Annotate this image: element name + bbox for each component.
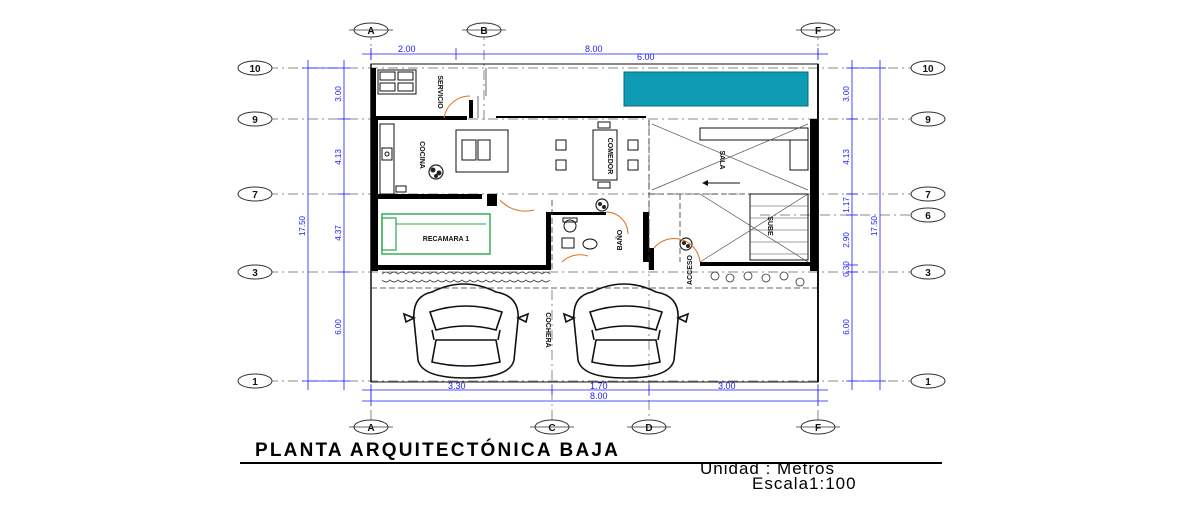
bottom-dim-3-00: 3.00 bbox=[718, 381, 736, 391]
svg-text:C: C bbox=[548, 423, 555, 434]
bedroom-shrub-row bbox=[381, 271, 551, 283]
scale-label: Escala1:100 bbox=[752, 474, 857, 493]
access-shrubs bbox=[710, 271, 805, 287]
stairs bbox=[699, 193, 809, 263]
right-dim-1-17: 1.17 bbox=[842, 197, 851, 213]
walls bbox=[371, 68, 818, 271]
grid-bubble-b-top: B bbox=[462, 22, 506, 38]
room-label-cochera: COCHERA bbox=[544, 312, 551, 347]
left-dim-3-00: 3.00 bbox=[334, 86, 343, 102]
bed bbox=[381, 213, 491, 255]
room-label-acceso: ACCESO bbox=[687, 254, 694, 285]
left-dim-total: 17.50 bbox=[298, 215, 307, 236]
right-dim-6-00: 6.00 bbox=[842, 319, 851, 335]
bathroom-fixtures bbox=[561, 211, 629, 263]
svg-text:3: 3 bbox=[252, 268, 258, 279]
room-label-bano: BAÑO bbox=[615, 229, 624, 250]
bottom-dimension-lines: 3.30 1.70 3.00 8.00 bbox=[362, 381, 828, 406]
svg-text:7: 7 bbox=[925, 190, 931, 201]
grid-bubble-d-bottom: D bbox=[627, 419, 671, 435]
living-room-furniture bbox=[651, 123, 809, 191]
room-label-sala: SALA bbox=[718, 150, 725, 169]
svg-text:1: 1 bbox=[252, 377, 258, 388]
grid-bubble-3-left: 3 bbox=[237, 264, 273, 280]
svg-text:1: 1 bbox=[925, 377, 931, 388]
room-label-comedor: COMEDOR bbox=[606, 138, 613, 175]
bedroom-door-swing bbox=[499, 199, 535, 212]
left-dim-4-13: 4.13 bbox=[334, 149, 343, 165]
grid-bubble-a-top: A bbox=[349, 22, 393, 38]
room-label-recamara: RECAMARA 1 bbox=[423, 236, 470, 243]
svg-text:A: A bbox=[367, 423, 374, 434]
plant-icon-access bbox=[679, 237, 693, 251]
unit-label: Unidad : Metros bbox=[700, 459, 835, 478]
grid-bubble-10-left: 10 bbox=[237, 60, 273, 76]
dining-table bbox=[555, 121, 639, 189]
grid-bubble-10-right: 10 bbox=[910, 60, 946, 76]
svg-text:9: 9 bbox=[252, 115, 258, 126]
svg-text:9: 9 bbox=[925, 115, 931, 126]
grid-bubble-a-bottom: A bbox=[349, 419, 393, 435]
grid-bubble-7-right: 7 bbox=[910, 186, 946, 202]
svg-text:10: 10 bbox=[922, 64, 934, 75]
car-right bbox=[562, 283, 690, 379]
right-dim-4-13: 4.13 bbox=[842, 149, 851, 165]
bottom-dim-3-30: 3.30 bbox=[448, 381, 466, 391]
right-dim-total: 17.50 bbox=[870, 215, 879, 236]
right-dim-2-90: 2.90 bbox=[842, 232, 851, 248]
svg-text:F: F bbox=[815, 423, 821, 434]
svg-text:B: B bbox=[480, 26, 487, 37]
grid-bubble-c-bottom: C bbox=[530, 419, 574, 435]
svg-text:7: 7 bbox=[252, 190, 258, 201]
pool bbox=[623, 71, 809, 107]
grid-bubble-f-top: F bbox=[796, 22, 840, 38]
left-dim-4-37: 4.37 bbox=[334, 225, 343, 241]
right-dimension-lines: 17.50 3.00 4.13 1.17 2.90 0.30 6.00 bbox=[842, 60, 886, 390]
plant-icon-bath bbox=[595, 198, 609, 212]
access-door-swing bbox=[653, 238, 701, 263]
right-dim-3-00: 3.00 bbox=[842, 86, 851, 102]
dashed-lines bbox=[371, 120, 818, 289]
grid-bubble-1-right: 1 bbox=[910, 373, 946, 389]
left-dimension-lines: 17.50 3.00 4.13 4.37 6.00 bbox=[298, 60, 350, 390]
bottom-dim-1-70: 1.70 bbox=[590, 381, 608, 391]
svg-text:A: A bbox=[367, 26, 374, 37]
title-underline bbox=[240, 462, 942, 464]
room-label-sube: SUBE bbox=[766, 216, 773, 236]
top-dim-overall: 8.00 bbox=[585, 44, 603, 54]
grid-bubble-7-left: 7 bbox=[237, 186, 273, 202]
grid-bubble-f-bottom: F bbox=[796, 419, 840, 435]
svg-text:3: 3 bbox=[925, 268, 931, 279]
svg-text:F: F bbox=[815, 26, 821, 37]
top-dimension-line: 2.00 8.00 6.00 bbox=[362, 44, 828, 62]
plant-icon-kitchen bbox=[428, 164, 444, 180]
kitchen-area bbox=[379, 123, 509, 195]
drawing-title: PLANTA ARQUITECTÓNICA BAJA bbox=[255, 440, 621, 461]
top-dim-2-00: 2.00 bbox=[398, 44, 416, 54]
grid-axes bbox=[268, 30, 925, 420]
bottom-dim-overall: 8.00 bbox=[590, 391, 608, 401]
room-label-cocina: COCINA bbox=[418, 141, 425, 169]
lot-outline bbox=[370, 63, 819, 383]
right-dim-0-30: 0.30 bbox=[842, 261, 851, 277]
grid-bubble-9-right: 9 bbox=[910, 111, 946, 127]
room-label-servicio: SERVICIO bbox=[436, 75, 443, 109]
grid-bubble-9-left: 9 bbox=[237, 111, 273, 127]
left-dim-6-00: 6.00 bbox=[334, 319, 343, 335]
grid-bubble-3-right: 3 bbox=[910, 264, 946, 280]
svg-text:D: D bbox=[645, 423, 652, 434]
grid-bubble-6-right: 6 bbox=[910, 207, 946, 223]
service-area bbox=[377, 68, 487, 119]
svg-text:10: 10 bbox=[249, 64, 261, 75]
svg-text:6: 6 bbox=[925, 211, 931, 222]
car-left bbox=[402, 283, 530, 379]
top-dim-6-00: 6.00 bbox=[637, 52, 655, 62]
grid-bubble-1-left: 1 bbox=[237, 373, 273, 389]
